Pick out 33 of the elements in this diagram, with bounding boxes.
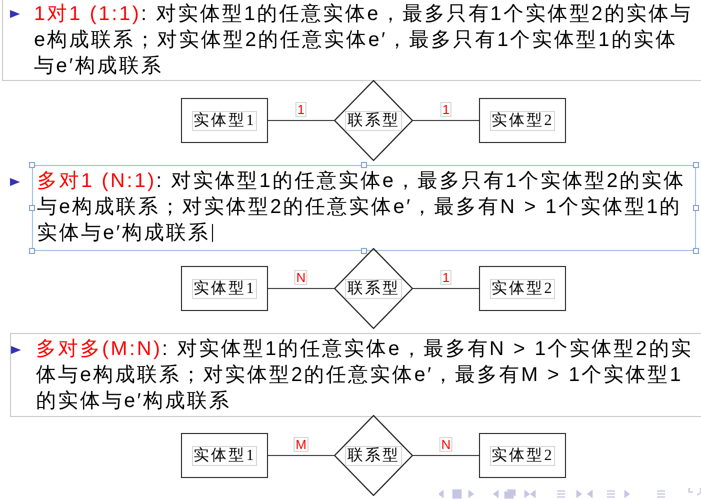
connector-line: [268, 288, 334, 290]
entity-label: 实体型2: [490, 446, 556, 466]
edge-label: N: [439, 436, 453, 452]
entity-box: [479, 266, 566, 311]
relationship-diamond: [334, 415, 413, 496]
bullet-text: 多对1 (N:1): 对实体型1的任意实体e，最多只有1个实体型2的实体与e构成联系；对实体型2的任意实体e′，最多有N > 1个实体型1的实体与e′构成联系: [37, 169, 687, 246]
entity-box: [181, 98, 268, 143]
entity-label: 实体型2: [490, 110, 556, 130]
edge-label: 1: [440, 270, 452, 284]
connector-line: [268, 454, 334, 456]
relationship-diamond: [334, 80, 413, 161]
connector-line: [413, 120, 479, 122]
relationship-diamond: [334, 248, 413, 329]
entity-box: [181, 433, 268, 478]
connector-line: [268, 120, 334, 122]
entity-label: 实体型1: [192, 278, 258, 298]
edge-label: 1: [295, 102, 307, 116]
edge-label: M: [294, 436, 308, 452]
relationship-label: 联系型: [345, 110, 402, 130]
entity-label: 实体型2: [490, 278, 556, 298]
entity-label: 实体型1: [192, 110, 258, 130]
bullet-text: 多对多(M:N): 对实体型1的任意实体e，最多有N > 1个实体型2的实体与e构成联系；对实体型2的任意实体e′，最多有M > 1个实体型1的实体与e′构成联系: [36, 337, 694, 414]
entity-box: [181, 266, 268, 311]
connector-line: [413, 288, 479, 290]
bullet-text: 1对1 (1:1): 对实体型1的任意实体e，最多只有1个实体型2的实体与e构成联系；对实体型2的任意实体e′，最多只有1个实体型1的实体与e′构成联系: [34, 2, 694, 79]
edge-label: 1: [440, 102, 452, 116]
entity-box: [479, 433, 566, 478]
entity-label: 实体型1: [192, 446, 258, 466]
connector-line: [413, 454, 479, 456]
edge-label: N: [294, 270, 308, 284]
relationship-label: 联系型: [345, 446, 402, 466]
relationship-label: 联系型: [345, 278, 402, 298]
entity-box: [479, 98, 566, 143]
